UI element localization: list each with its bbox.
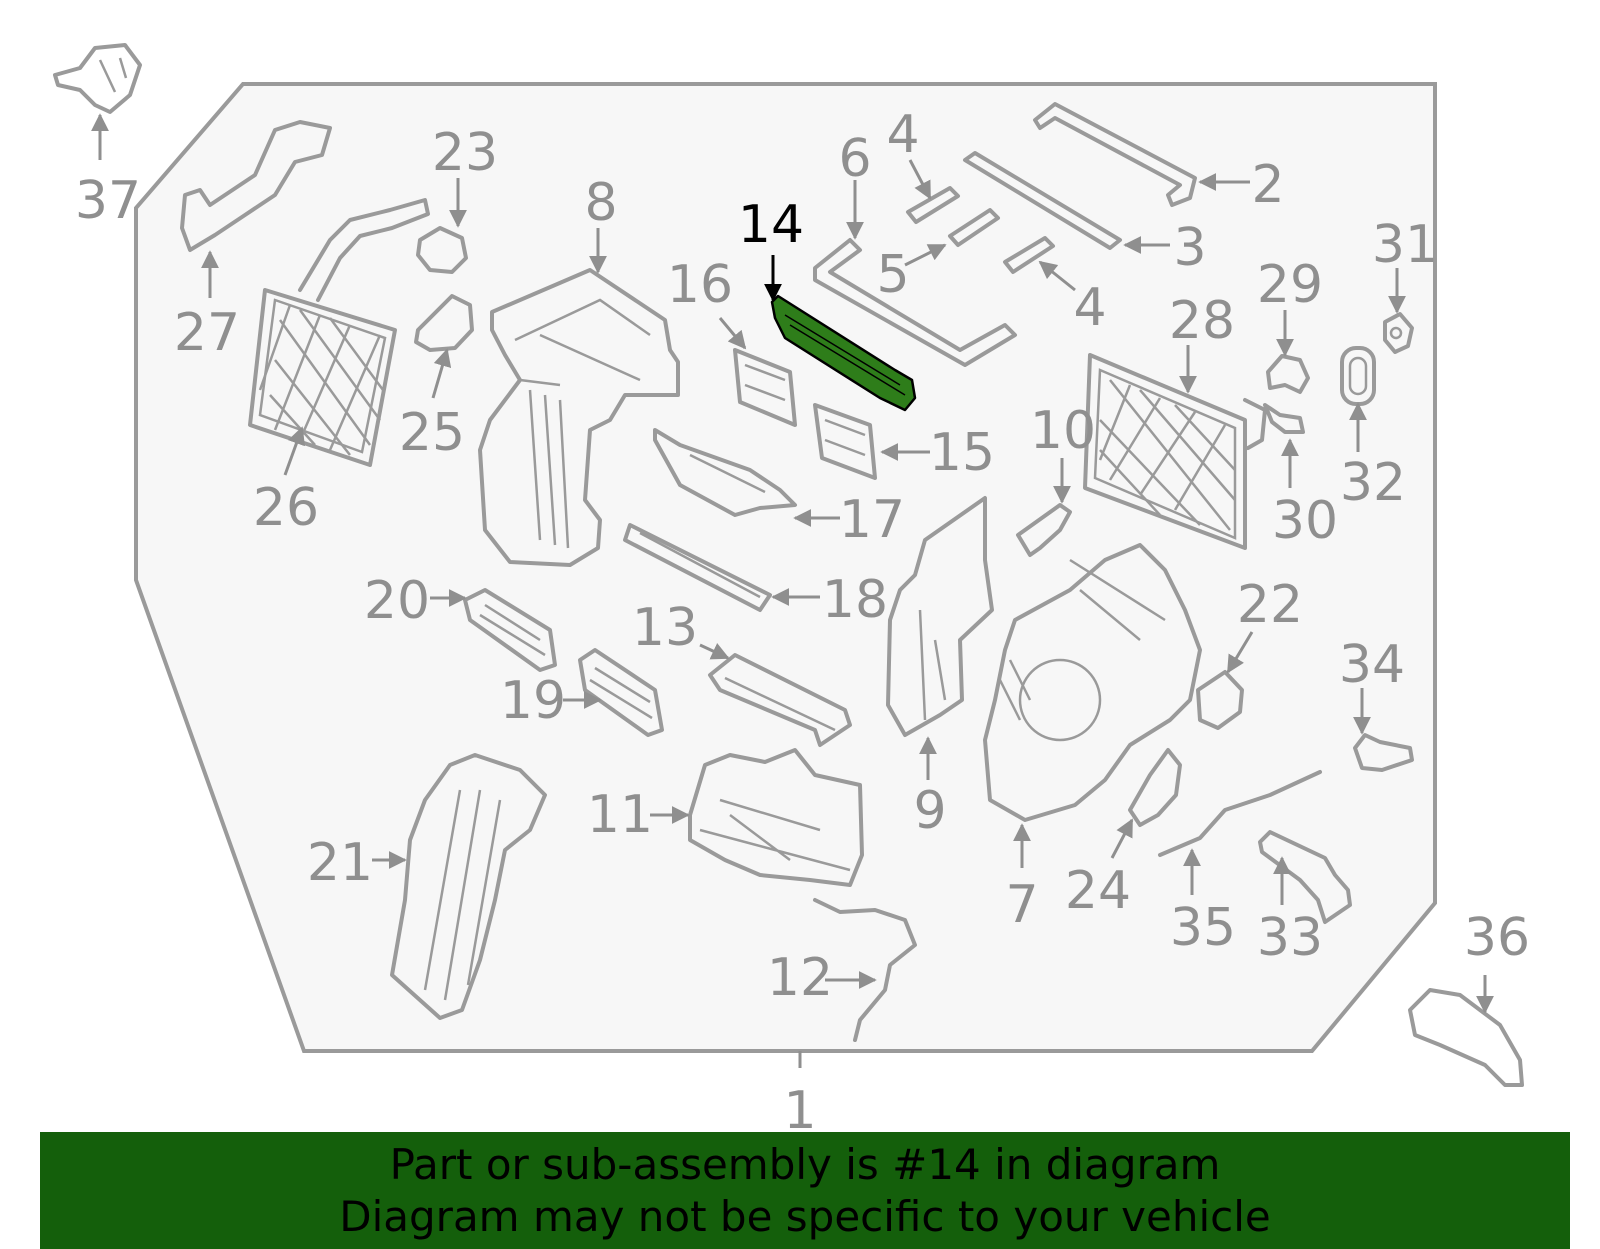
assembly-outline xyxy=(134,82,1437,1053)
callout-numbers: 1 2 3 4 4 5 6 7 8 9 10 11 12 13 14 15 16… xyxy=(75,105,1530,1141)
callout-23: 23 xyxy=(432,123,498,183)
callout-28: 28 xyxy=(1169,291,1235,351)
callout-1: 1 xyxy=(783,1081,816,1141)
part-28-evaporator xyxy=(1083,353,1267,550)
part-6-seal-loop xyxy=(813,238,1017,367)
leader-26 xyxy=(283,426,305,476)
part-36-duct xyxy=(1408,988,1524,1087)
leader-5 xyxy=(904,243,947,267)
part-9-duct xyxy=(886,496,994,737)
banner-line-part: Part or sub-assembly is #14 in diagram xyxy=(389,1139,1221,1189)
leader-25 xyxy=(431,348,452,399)
callout-24: 24 xyxy=(1065,861,1131,921)
callout-13: 13 xyxy=(632,598,698,658)
leader-16 xyxy=(718,317,747,350)
part-37-bracket xyxy=(53,43,142,114)
callout-32: 32 xyxy=(1340,453,1406,513)
callout-36: 36 xyxy=(1464,908,1530,968)
callout-34: 34 xyxy=(1339,635,1405,695)
part-23-actuator xyxy=(416,226,468,274)
callout-27: 27 xyxy=(174,303,240,363)
part-8-case-upper xyxy=(478,268,680,567)
callout-3: 3 xyxy=(1173,218,1206,278)
callout-21: 21 xyxy=(307,833,373,893)
part-12-drain-hose xyxy=(813,898,917,1042)
callout-12: 12 xyxy=(767,948,833,1008)
part-11-blower-case xyxy=(688,748,864,887)
part-34-sensor xyxy=(1353,733,1414,772)
leader-4a xyxy=(908,159,932,200)
part-21-duct xyxy=(390,753,547,1020)
callout-37: 37 xyxy=(75,171,141,231)
part-30-clip xyxy=(1263,403,1305,434)
part-22-actuator xyxy=(1196,670,1244,730)
callout-31: 31 xyxy=(1372,215,1438,275)
part-4-pad-lower xyxy=(1003,236,1055,274)
callout-25: 25 xyxy=(399,403,465,463)
leader-4b xyxy=(1038,260,1076,292)
part-18-seal-strip xyxy=(623,523,772,612)
callout-33: 33 xyxy=(1257,908,1323,968)
callout-22: 22 xyxy=(1237,575,1303,635)
callout-10: 10 xyxy=(1030,401,1096,461)
banner-line-disclaimer: Diagram may not be specific to your vehi… xyxy=(339,1191,1271,1241)
part-7-case-lower xyxy=(983,543,1202,822)
part-27-bracket xyxy=(180,120,332,252)
part-15-door xyxy=(813,403,877,480)
leader-13 xyxy=(699,643,730,660)
leader-22 xyxy=(1226,631,1254,674)
callout-20: 20 xyxy=(364,571,430,631)
callout-15: 15 xyxy=(929,423,995,483)
part-16-door xyxy=(733,348,797,427)
part-14-highlighted[interactable] xyxy=(770,294,917,412)
callout-19: 19 xyxy=(500,671,566,731)
part-2-gasket xyxy=(1033,102,1197,207)
part-4-pad-upper xyxy=(906,186,960,224)
callout-2: 2 xyxy=(1251,155,1284,215)
callout-4-lower: 4 xyxy=(1073,278,1106,338)
info-banner: Part or sub-assembly is #14 in diagram D… xyxy=(40,1132,1570,1249)
part-5-pad xyxy=(948,208,1000,247)
callout-4-upper: 4 xyxy=(886,105,919,165)
part-24-actuator xyxy=(1128,748,1182,827)
part-10-bracket xyxy=(1016,503,1072,557)
leader-24 xyxy=(1110,818,1134,859)
callout-8: 8 xyxy=(584,173,617,233)
callout-16: 16 xyxy=(667,255,733,315)
callout-17: 17 xyxy=(839,490,905,550)
part-31-grommet xyxy=(1383,312,1414,354)
part-35-hose xyxy=(1158,770,1322,857)
callout-9: 9 xyxy=(913,781,946,841)
callout-18: 18 xyxy=(822,570,888,630)
callout-6: 6 xyxy=(838,129,871,189)
callout-30: 30 xyxy=(1272,491,1338,551)
part-13-duct xyxy=(708,653,852,747)
callout-14-highlighted: 14 xyxy=(738,195,804,255)
part-26-heater-core xyxy=(248,198,430,467)
part-19-vent xyxy=(578,648,664,737)
part-17-filter-frame xyxy=(653,428,797,517)
callout-7: 7 xyxy=(1005,875,1038,935)
callout-35: 35 xyxy=(1170,898,1236,958)
callout-26: 26 xyxy=(253,478,319,538)
part-3-strip xyxy=(963,151,1122,250)
callout-5: 5 xyxy=(876,245,909,305)
part-20-vent xyxy=(463,588,557,672)
part-25-actuator xyxy=(414,294,474,352)
callout-11: 11 xyxy=(587,785,653,845)
callout-29: 29 xyxy=(1257,255,1323,315)
